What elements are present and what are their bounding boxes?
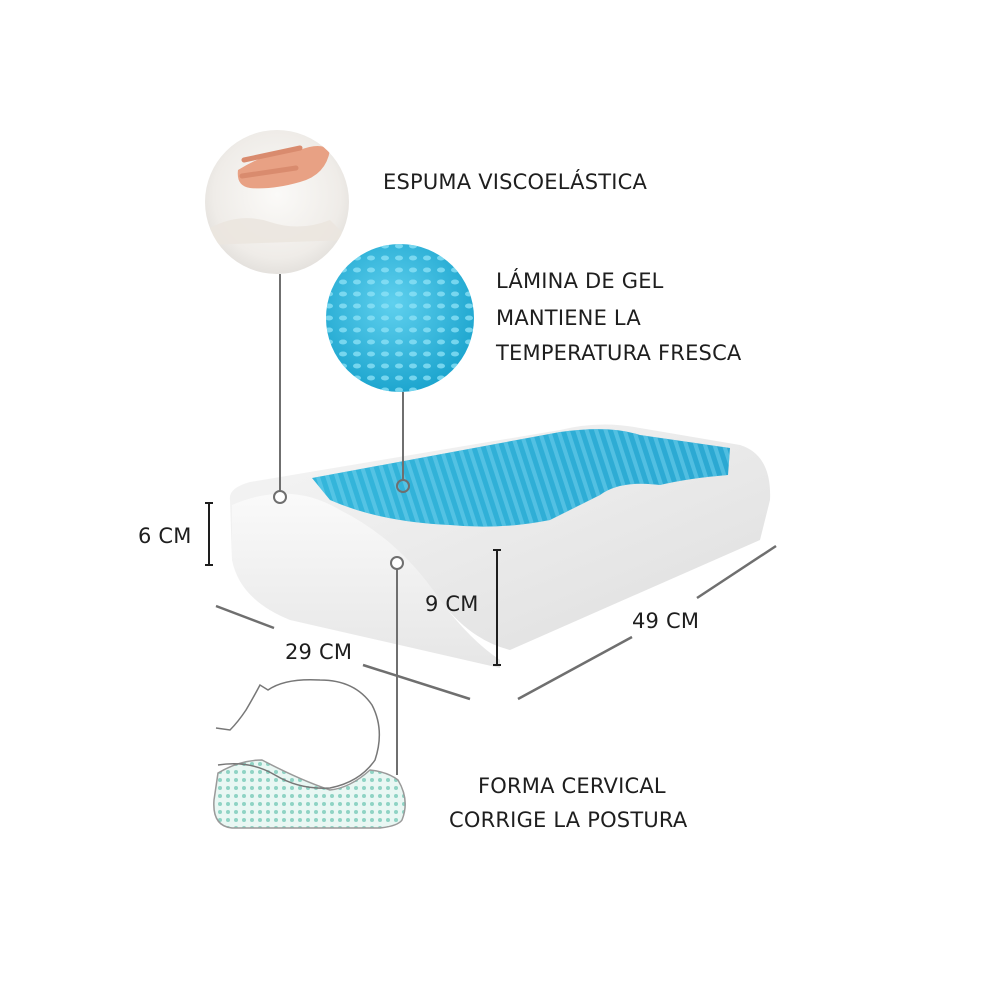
label-gel-line2: MANTIENE LA [496,306,641,330]
callout-lines [273,274,410,775]
label-foam: ESPUMA VISCOELÁSTICA [383,170,648,194]
gel-texture-circle-icon [326,244,474,392]
dim-height-high: 9 CM [425,592,479,616]
label-gel-line3: TEMPERATURA FRESCA [496,341,742,365]
label-gel-line1: LÁMINA DE GEL [496,269,664,293]
label-cervical-line2: CORRIGE LA POSTURA [449,808,688,832]
dim-width: 49 CM [632,609,700,633]
dim-depth: 29 CM [285,640,353,664]
dimension-guides [215,544,777,701]
dimension-markers [205,502,501,666]
pillow-illustration [229,424,771,668]
label-cervical-line1: FORMA CERVICAL [478,774,666,798]
foam-hand-circle-icon [205,130,349,274]
head-on-pillow-icon [213,678,406,829]
dim-height-low: 6 CM [138,524,192,548]
